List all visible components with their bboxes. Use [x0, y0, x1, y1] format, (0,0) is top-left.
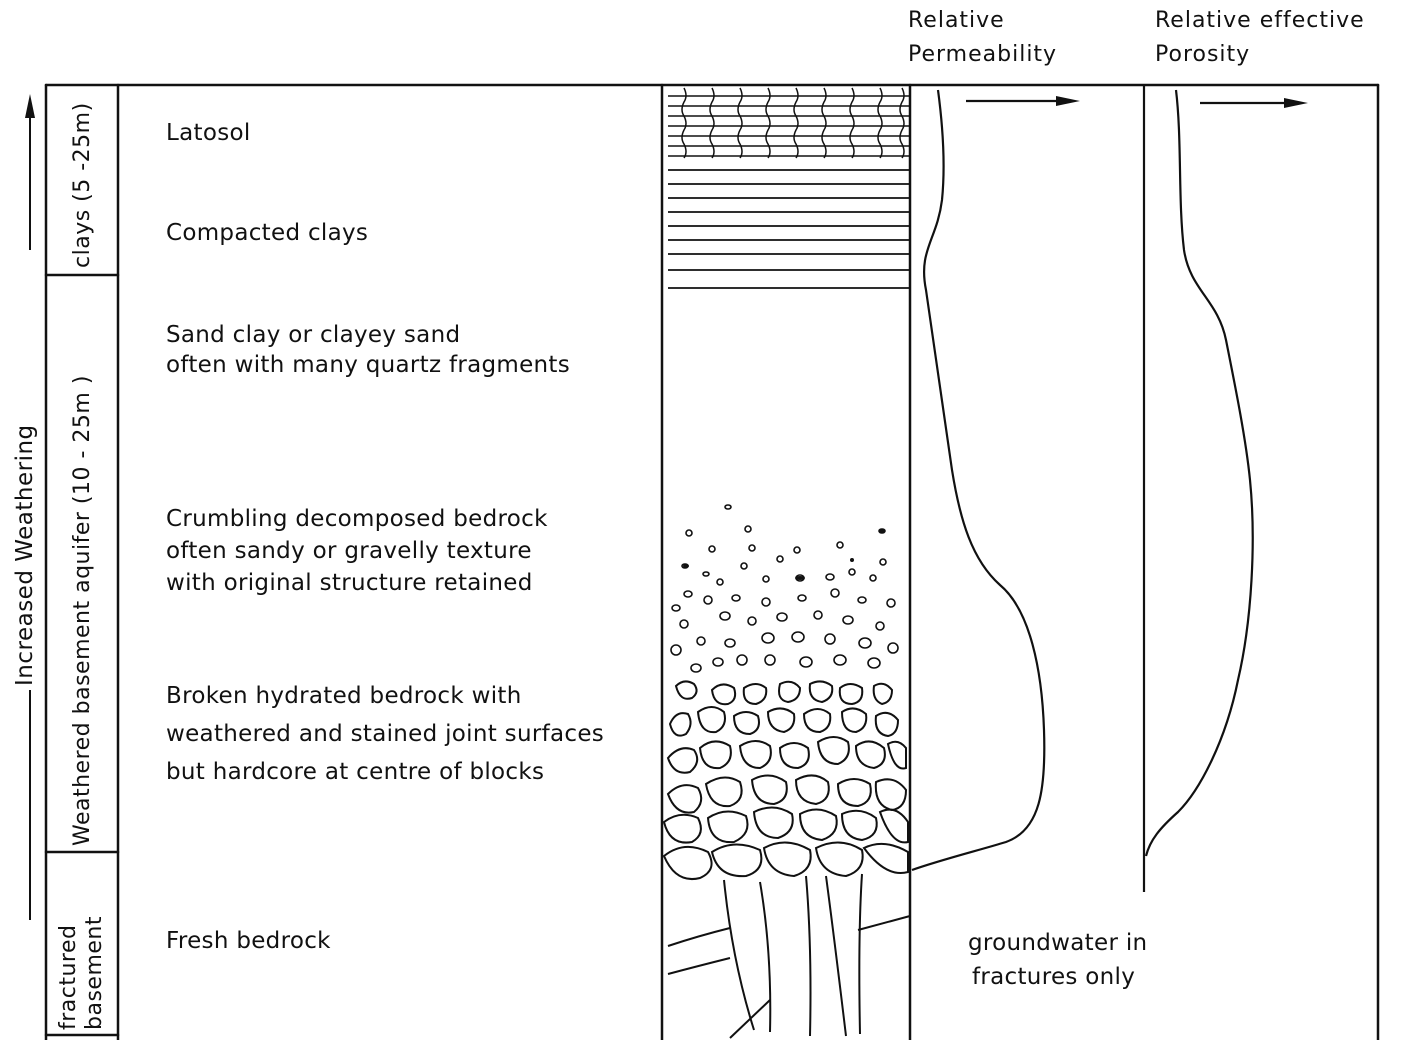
layer-latosol: Latosol — [166, 118, 251, 148]
layer-compacted-clays-line-1: Compacted clays — [166, 218, 368, 248]
gravel-pattern — [671, 505, 898, 672]
zone-label-fractured-basement: fractured basement — [56, 916, 108, 1030]
groundwater-note-line-2: fractures only — [968, 960, 1147, 994]
layer-broken-bedrock-line-2: weathered and stained joint surfaces — [166, 715, 604, 753]
layer-crumbling-bedrock: Crumbling decomposed bedrock often sandy… — [166, 503, 548, 599]
permeability-header-line-1: Relative — [908, 4, 1057, 38]
porosity-curve — [1146, 90, 1253, 856]
blocks-pattern — [664, 681, 908, 842]
porosity-panel — [1144, 85, 1298, 892]
layer-sand-clay: Sand clay or clayey sand often with many… — [166, 320, 570, 380]
groundwater-note-line-1: groundwater in — [968, 926, 1147, 960]
permeability-curve — [912, 90, 1044, 870]
layer-broken-bedrock-line-3: but hardcore at centre of blocks — [166, 753, 604, 791]
permeability-panel — [912, 90, 1070, 870]
layer-sand-clay-line-2: often with many quartz fragments — [166, 350, 570, 380]
layer-crumbling-bedrock-line-3: with original structure retained — [166, 567, 548, 599]
permeability-header-line-2: Permeability — [908, 38, 1057, 72]
layer-crumbling-bedrock-line-2: often sandy or gravelly texture — [166, 535, 548, 567]
layer-broken-bedrock: Broken hydrated bedrock with weathered a… — [166, 677, 604, 791]
layer-sand-clay-line-1: Sand clay or clayey sand — [166, 320, 570, 350]
zone-label-fractured-basement-line-2: basement — [82, 916, 108, 1030]
latosol-pattern — [668, 88, 910, 158]
compacted-clays-pattern — [668, 170, 910, 288]
layer-fresh-bedrock-line-1: Fresh bedrock — [166, 926, 331, 956]
weathering-axis-arrowhead — [25, 94, 35, 118]
porosity-header: Relative effective Porosity — [1155, 4, 1365, 72]
groundwater-note: groundwater in fractures only — [968, 926, 1147, 994]
weathering-axis-label: Increased Weathering — [12, 424, 38, 686]
zone-label-fractured-basement-line-1: fractured — [56, 916, 82, 1030]
layer-crumbling-bedrock-line-1: Crumbling decomposed bedrock — [166, 503, 548, 535]
layer-latosol-line-1: Latosol — [166, 118, 251, 148]
fresh-bedrock-pattern — [664, 842, 910, 1038]
porosity-header-line-2: Porosity — [1155, 38, 1365, 72]
permeability-header: Relative Permeability — [908, 4, 1057, 72]
layer-broken-bedrock-line-1: Broken hydrated bedrock with — [166, 677, 604, 715]
porosity-arrowhead — [1284, 98, 1308, 108]
layer-compacted-clays: Compacted clays — [166, 218, 368, 248]
permeability-arrowhead — [1056, 96, 1080, 106]
porosity-header-line-1: Relative effective — [1155, 4, 1365, 38]
zone-label-clays: clays (5 -25m) — [70, 102, 95, 268]
zone-label-weathered-aquifer: Weathered basement aquifer (10 - 25m ) — [70, 375, 95, 846]
layer-fresh-bedrock: Fresh bedrock — [166, 926, 331, 956]
